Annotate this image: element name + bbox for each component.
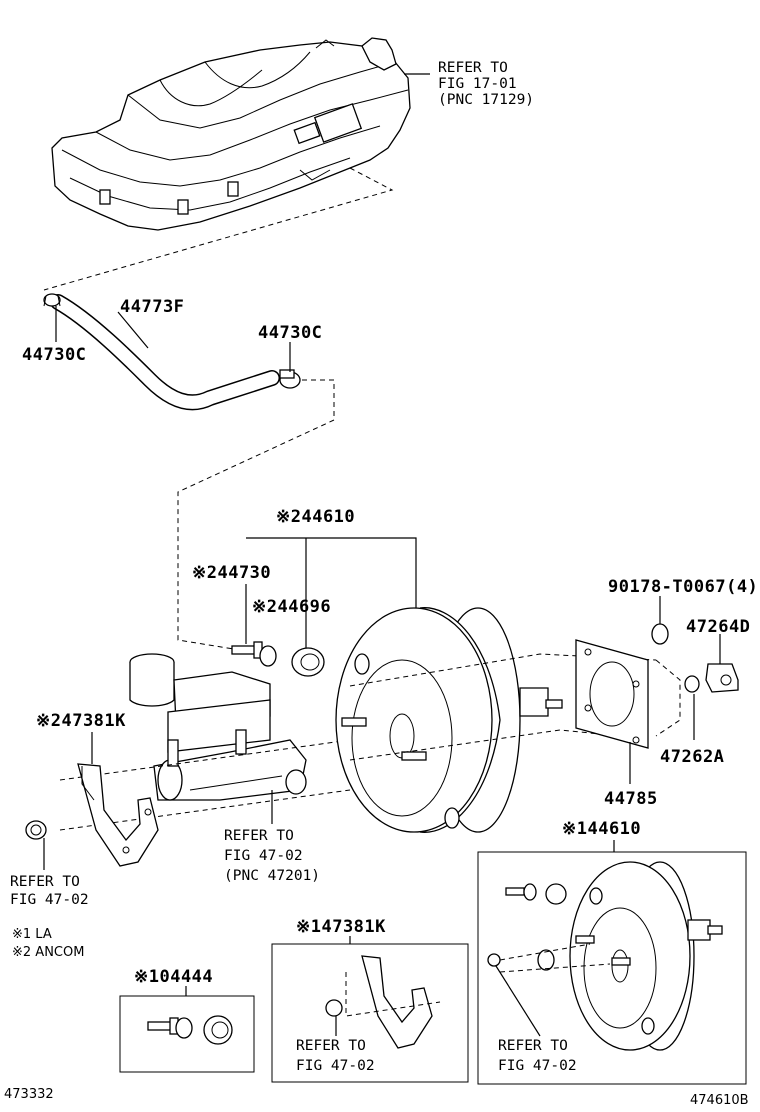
intake-manifold-illustration: [51, 37, 430, 231]
guide-line-clamp-to-valve: [177, 379, 335, 651]
guide-line-manifold-to-clamp: [43, 167, 394, 291]
part-number-booster-la: ※144610: [562, 819, 641, 839]
figure-code-left: 473332: [4, 1087, 54, 1102]
bracket-ancom-illustration: [77, 763, 159, 867]
note-la: ※1 LA: [12, 927, 52, 942]
bracket-nut-illustration: [25, 820, 47, 840]
bracket-la-box: [271, 943, 469, 1083]
vacuum-hose-illustration: [50, 294, 280, 411]
part-number-clamp-right: 44730C: [258, 323, 322, 343]
refer-left-line1: REFER TO: [10, 874, 80, 890]
gasket-illustration: [575, 639, 649, 749]
refer-master-cylinder-line3: (PNC 47201): [224, 868, 320, 884]
spacer-illustration: [684, 675, 700, 693]
bracket-47264d-illustration: [705, 663, 739, 693]
part-number-bracket-ancom: ※247381K: [36, 711, 126, 731]
valve-kit-box: [119, 995, 255, 1073]
valve-kit-illustration: [147, 1015, 233, 1045]
refer-intake-line3: (PNC 17129): [438, 92, 534, 108]
part-number-grommet-ancom: ※244696: [252, 597, 331, 617]
refer-left-line2: FIG 47-02: [10, 892, 89, 908]
refer-bracket-box-line1: REFER TO: [296, 1038, 366, 1054]
guide-line-booster-la: [499, 943, 611, 973]
leader-booster-ancom: [246, 537, 417, 650]
refer-master-cylinder-line2: FIG 47-02: [224, 848, 303, 864]
booster-la-illustration: [487, 861, 723, 1051]
refer-master-cylinder-line1: REFER TO: [224, 828, 294, 844]
nut-illustration: [651, 623, 669, 645]
guide-line-gasket: [655, 659, 681, 737]
refer-intake-line1: REFER TO: [438, 60, 508, 76]
refer-booster-box-line1: REFER TO: [498, 1038, 568, 1054]
hose-clamp-left-illustration: [43, 293, 61, 307]
brake-booster-illustration: [335, 607, 657, 833]
figure-code-right: 474610B: [690, 1093, 749, 1108]
hose-clamp-right-illustration: [279, 369, 301, 389]
part-number-bracket-la: ※147381K: [296, 917, 386, 937]
part-number-spacer: 47262A: [660, 747, 724, 767]
master-cylinder-illustration: [129, 653, 307, 801]
part-number-booster-ancom: ※244610: [276, 507, 355, 527]
bracket-la-illustration: [325, 955, 433, 1049]
booster-la-box: [477, 851, 747, 1085]
part-number-bracket-47264d: 47264D: [686, 617, 750, 637]
part-number-clamp-left: 44730C: [22, 345, 86, 365]
part-number-valve-kit-la: ※104444: [134, 967, 213, 987]
refer-bracket-box-line2: FIG 47-02: [296, 1058, 375, 1074]
refer-intake-line2: FIG 17-01: [438, 76, 517, 92]
refer-booster-box-line2: FIG 47-02: [498, 1058, 577, 1074]
check-valve-illustration: [231, 641, 277, 667]
part-number-check-valve-ancom: ※244730: [192, 563, 271, 583]
part-number-gasket: 44785: [604, 789, 658, 809]
grommet-illustration: [291, 647, 325, 677]
part-number-hose: 44773F: [120, 297, 184, 317]
part-number-bolt: 90178-T0067(4): [608, 577, 758, 597]
leader-refer-booster-box: [495, 965, 541, 1037]
leader-hose: [117, 311, 149, 349]
note-ancom: ※2 ANCOM: [12, 945, 84, 960]
